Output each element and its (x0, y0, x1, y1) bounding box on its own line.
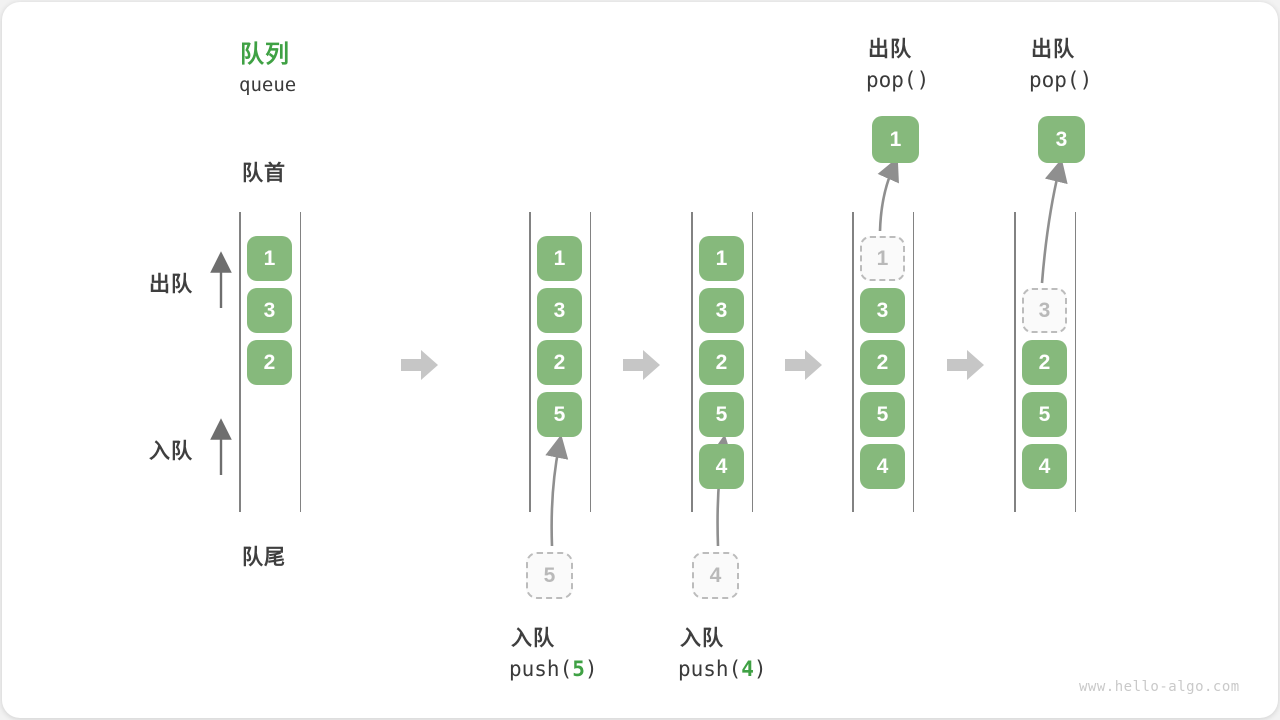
label-queue-front: 队首 (242, 162, 286, 185)
code-close: ) (584, 657, 598, 681)
op-enqueue-code: push(5) (509, 657, 598, 681)
step-arrow-icon (785, 350, 822, 380)
queue-element: 1 (537, 236, 582, 281)
queue-state-5: 3 2 5 4 (1014, 212, 1076, 512)
code-fn: push( (509, 657, 573, 681)
queue-element: 2 (247, 340, 292, 385)
op-dequeue-code: pop() (866, 68, 930, 92)
queue-element: 4 (699, 444, 744, 489)
code-fn: push( (678, 657, 742, 681)
staged-element: 5 (526, 552, 573, 599)
queue-element: 3 (860, 288, 905, 333)
queue-element: 5 (537, 392, 582, 437)
label-dequeue-side: 出队 (149, 273, 193, 296)
staged-element: 4 (692, 552, 739, 599)
queue-rail-right (912, 212, 914, 512)
code-arg: 5 (572, 657, 585, 681)
op-enqueue-code: push(4) (678, 657, 767, 681)
op-enqueue-label: 入队 (680, 627, 724, 650)
step-arrow-icon (947, 350, 984, 380)
step-arrow-icon (401, 350, 438, 380)
queue-rail-right (1074, 212, 1076, 512)
queue-rail-right (589, 212, 591, 512)
queue-rail-right (751, 212, 753, 512)
op-enqueue-label: 入队 (511, 627, 555, 650)
label-queue-rear: 队尾 (242, 546, 286, 569)
op-dequeue-code: pop() (1029, 68, 1093, 92)
op-dequeue-label: 出队 (1031, 38, 1075, 61)
queue-rail-left (691, 212, 693, 512)
queue-state-2: 1 3 2 5 (529, 212, 591, 512)
queue-rail-left (529, 212, 531, 512)
queue-element: 5 (1022, 392, 1067, 437)
queue-rail-left (852, 212, 854, 512)
queue-rail-right (299, 212, 301, 512)
queue-element: 1 (699, 236, 744, 281)
queue-element: 1 (247, 236, 292, 281)
queue-element: 2 (1022, 340, 1067, 385)
queue-element: 2 (699, 340, 744, 385)
queue-rail-left (1014, 212, 1016, 512)
page-title: 队列 (240, 41, 290, 68)
queue-state-3: 1 3 2 5 4 (691, 212, 753, 512)
step-arrow-icon (623, 350, 660, 380)
queue-element: 2 (537, 340, 582, 385)
queue-rail-left (239, 212, 241, 512)
queue-element: 3 (699, 288, 744, 333)
op-dequeue-label: 出队 (868, 38, 912, 61)
queue-element: 5 (699, 392, 744, 437)
popped-element: 1 (872, 116, 919, 163)
queue-element: 4 (1022, 444, 1067, 489)
watermark: www.hello-algo.com (1079, 679, 1240, 695)
queue-element: 2 (860, 340, 905, 385)
popped-element: 3 (1038, 116, 1085, 163)
queue-element-ghost: 1 (860, 236, 905, 281)
code-arg: 4 (741, 657, 754, 681)
queue-state-1: 1 3 2 (239, 212, 301, 512)
queue-element: 5 (860, 392, 905, 437)
queue-state-4: 1 3 2 5 4 (852, 212, 914, 512)
queue-element: 3 (247, 288, 292, 333)
code-close: ) (753, 657, 767, 681)
label-enqueue-side: 入队 (149, 440, 193, 463)
queue-element: 4 (860, 444, 905, 489)
queue-element-ghost: 3 (1022, 288, 1067, 333)
queue-element: 3 (537, 288, 582, 333)
page-subtitle: queue (239, 74, 297, 96)
